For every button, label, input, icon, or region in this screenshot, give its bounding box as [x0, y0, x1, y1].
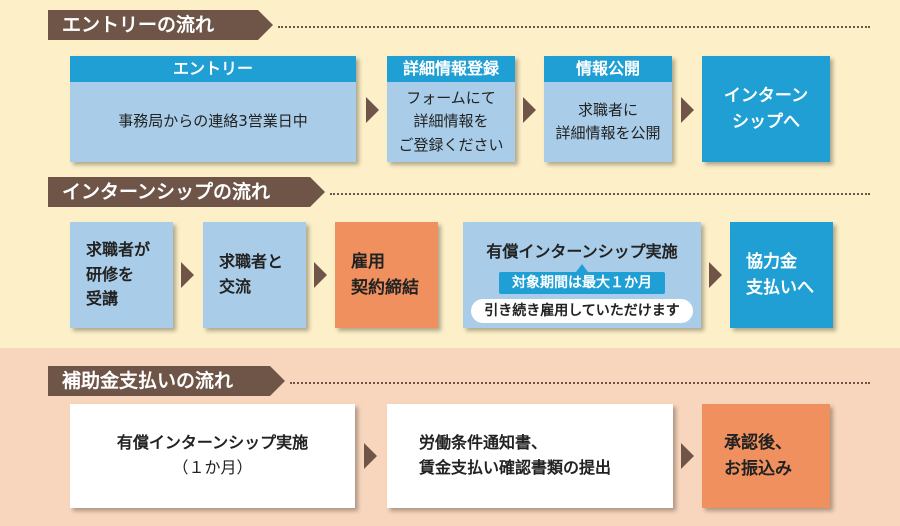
arrow-right-icon [681, 97, 694, 123]
subsidy-step-documents-line-1: 労働条件通知書、 [419, 433, 548, 453]
subsidy-step-transfer-line-2: お振込み [724, 459, 792, 479]
internship-step-contract: 雇用 契約締結 [335, 222, 438, 328]
internship-step-paid-internship: 有償インターンシップ実施 対象期間は最大１か月 引き続き雇用していただけます [463, 222, 701, 328]
section-divider-internship [330, 193, 870, 195]
arrow-right-icon [681, 443, 694, 469]
internship-step-contract-line-2: 契約締結 [351, 278, 419, 298]
arrow-right-icon [366, 97, 379, 123]
internship-step-training: 求職者が 研修を 受講 [70, 222, 173, 328]
arrow-right-icon [523, 97, 536, 123]
entry-step-register-line-3: ご登録ください [398, 135, 504, 154]
entry-step-register: 詳細情報登録 フォームにて 詳細情報を ご登録ください [387, 56, 515, 162]
internship-continue-note: 引き続き雇用していただけます [471, 299, 693, 323]
section-divider-entry [278, 26, 870, 28]
section-divider-subsidy [290, 382, 870, 384]
entry-step-to-internship-line-2: シップへ [732, 112, 800, 132]
internship-step-contract-line-1: 雇用 [351, 251, 385, 272]
section-title-subsidy: 補助金支払いの流れ [48, 366, 285, 396]
subsidy-step-documents: 労働条件通知書、 賃金支払い確認書類の提出 [387, 404, 673, 508]
subsidy-step-internship-line-1: 有償インターンシップ実施 [116, 433, 309, 453]
internship-step-paid-internship-title: 有償インターンシップ実施 [486, 242, 678, 261]
arrow-right-icon [364, 443, 377, 469]
section-title-internship: インターンシップの流れ [48, 177, 325, 207]
internship-step-exchange-line-2: 交流 [219, 277, 252, 296]
subsidy-step-transfer: 承認後、 お振込み [702, 404, 830, 508]
arrow-right-icon [314, 262, 327, 288]
internship-step-training-line-2: 研修を [86, 264, 135, 284]
subsidy-step-internship: 有償インターンシップ実施 （１か月） [70, 404, 355, 508]
internship-period-note: 対象期間は最大１か月 [499, 264, 665, 294]
internship-step-payment-line-2: 支払いへ [746, 278, 814, 298]
internship-step-training-line-1: 求職者が [86, 239, 151, 259]
entry-step-publish-line-2: 詳細情報を公開 [555, 124, 661, 142]
entry-step-entry-body: 事務局からの連絡3営業日中 [118, 112, 308, 131]
entry-step-entry: エントリー 事務局からの連絡3営業日中 [70, 56, 356, 162]
entry-step-to-internship: インターン シップへ [702, 56, 830, 162]
internship-step-exchange-line-1: 求職者と [219, 252, 284, 272]
internship-step-payment-line-1: 協力金 [746, 251, 797, 272]
entry-step-publish-line-1: 求職者に [577, 100, 638, 119]
entry-step-publish-header: 情報公開 [544, 56, 672, 82]
internship-step-exchange: 求職者と 交流 [203, 222, 306, 328]
internship-step-training-line-3: 受講 [86, 289, 119, 309]
subsidy-step-internship-line-2: （１か月） [172, 458, 253, 477]
entry-step-register-line-1: フォームにて [406, 89, 496, 108]
entry-step-to-internship-line-1: インターン [723, 85, 809, 106]
subsidy-step-documents-line-2: 賃金支払い確認書類の提出 [419, 458, 612, 477]
arrow-right-icon [709, 262, 722, 288]
entry-step-register-line-2: 詳細情報を [413, 112, 489, 131]
entry-step-publish: 情報公開 求職者に 詳細情報を公開 [544, 56, 672, 162]
subsidy-step-transfer-line-1: 承認後、 [724, 432, 792, 453]
section-title-entry: エントリーの流れ [48, 10, 273, 40]
arrow-right-icon [181, 262, 194, 288]
entry-step-register-header: 詳細情報登録 [387, 56, 515, 82]
entry-step-entry-header: エントリー [70, 56, 356, 82]
internship-step-payment: 協力金 支払いへ [730, 222, 833, 328]
